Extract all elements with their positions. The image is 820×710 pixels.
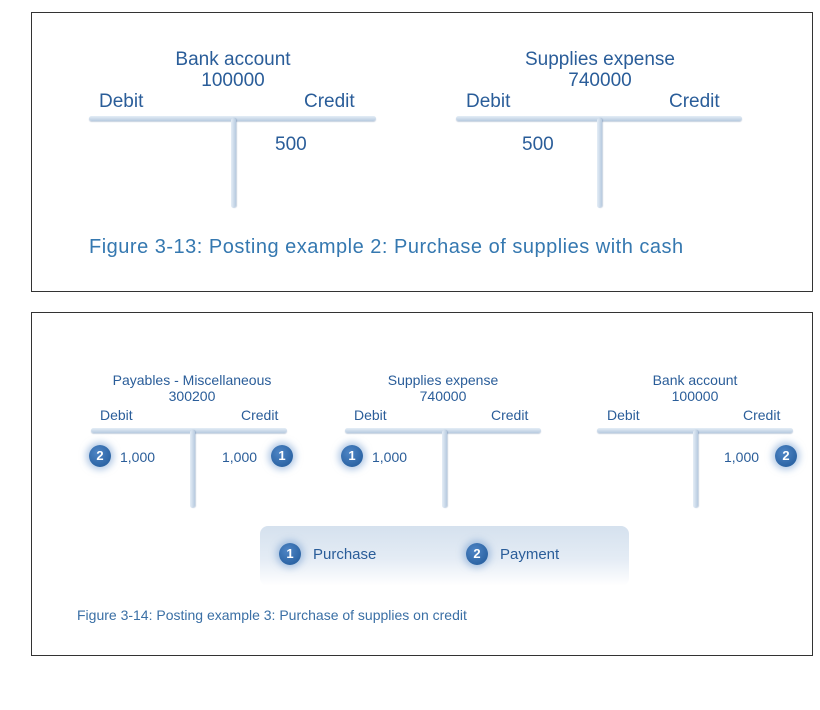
- debit-label: Debit: [99, 91, 144, 112]
- credit-amount: 1,000: [724, 449, 760, 465]
- credit-label: Credit: [669, 91, 720, 112]
- debit-label: Debit: [607, 407, 640, 423]
- step-2-badge: 2: [89, 445, 111, 467]
- step-2-badge: 2: [775, 445, 797, 467]
- credit-label: Credit: [491, 407, 529, 423]
- t-account-vertical-line: [597, 118, 602, 208]
- debit-amount: 1,000: [372, 449, 408, 465]
- account-number: 740000: [419, 388, 467, 404]
- figure-caption: Figure 3-14: Posting example 3: Purchase…: [77, 607, 467, 623]
- account-title: Supplies expense: [387, 372, 499, 388]
- account-title: Bank account: [652, 372, 738, 388]
- t-account-vertical-line: [442, 430, 447, 508]
- account-number: 100000: [201, 70, 265, 91]
- credit-label: Credit: [241, 407, 279, 423]
- t-account-vertical-line: [190, 430, 195, 508]
- t-account-vertical-line: [693, 430, 698, 508]
- debit-amount: 1,000: [120, 449, 156, 465]
- account-title: Supplies expense: [525, 49, 675, 70]
- account-title: Payables - Miscellaneous: [112, 372, 272, 388]
- debit-label: Debit: [100, 407, 133, 423]
- legend-badge-2: 2: [466, 543, 488, 565]
- legend: 1 Purchase 2 Payment: [260, 526, 629, 586]
- legend-label-payment: Payment: [500, 546, 560, 563]
- credit-label: Credit: [304, 91, 355, 112]
- step-1-badge: 1: [341, 445, 363, 467]
- t-account-vertical-line: [231, 118, 236, 208]
- legend-badge-1: 1: [279, 543, 301, 565]
- debit-amount: 500: [522, 134, 554, 155]
- debit-label: Debit: [354, 407, 387, 423]
- legend-label-purchase: Purchase: [313, 546, 377, 563]
- figure-3-14-panel: Payables - Miscellaneous 300200 Debit Cr…: [31, 312, 813, 656]
- account-number: 300200: [168, 388, 216, 404]
- account-number: 740000: [568, 70, 632, 91]
- debit-label: Debit: [466, 91, 511, 112]
- credit-amount: 1,000: [222, 449, 258, 465]
- figure-caption: Figure 3-13: Posting example 2: Purchase…: [89, 236, 684, 258]
- credit-amount: 500: [275, 134, 307, 155]
- t-account-horizontal-line: [91, 428, 287, 433]
- account-title: Bank account: [175, 49, 291, 70]
- credit-label: Credit: [743, 407, 781, 423]
- figure-3-13-panel: Bank account 100000 Debit Credit 500 Sup…: [31, 12, 813, 292]
- step-1-badge: 1: [271, 445, 293, 467]
- account-number: 100000: [671, 388, 719, 404]
